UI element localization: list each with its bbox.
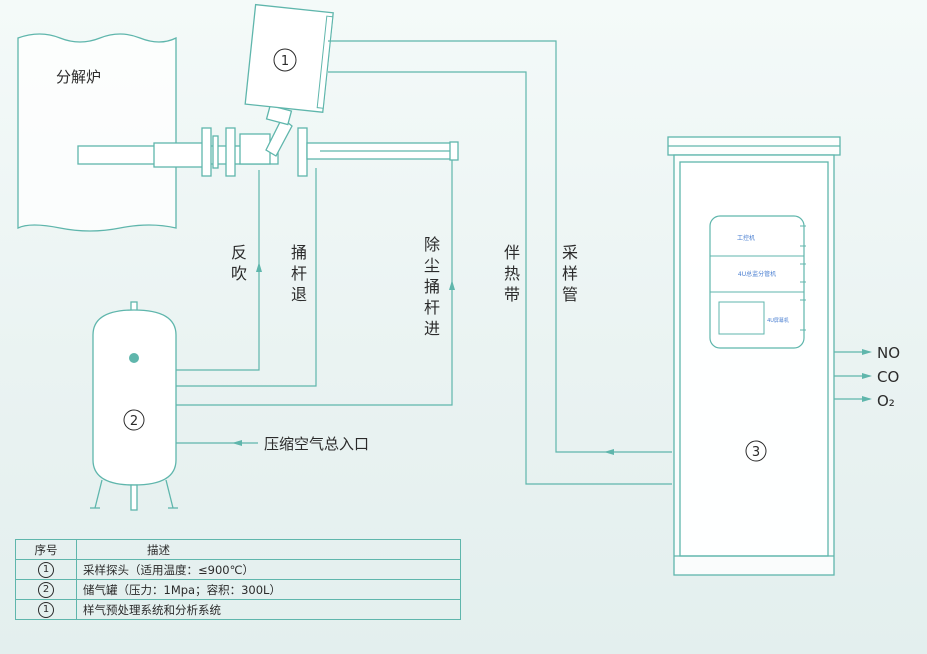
legend-row-number: 1 xyxy=(38,602,54,618)
legend-table: 序号 描述 1 采样探头（适用温度：≤900℃） 2 储气罐（压力：1Mpa；容… xyxy=(15,539,461,620)
table-row: 1 采样探头（适用温度：≤900℃） xyxy=(15,559,461,580)
probe-neck xyxy=(265,104,293,157)
vertical-label-text: 反吹 xyxy=(231,243,247,283)
furnace-body xyxy=(17,33,177,232)
legend-row-number: 2 xyxy=(38,582,54,598)
label-heat-trace: 伴热带 xyxy=(504,243,520,304)
label-rod-retract: 捅杆退 xyxy=(291,243,307,304)
sample-line-arrow xyxy=(604,449,614,455)
legend-header-no: 序号 xyxy=(15,539,77,560)
vertical-label-text: 伴热带 xyxy=(504,243,520,304)
table-row: 1 样气预处理系统和分析系统 xyxy=(15,599,461,620)
label-sample-pipe: 采样管 xyxy=(562,243,578,304)
label-reverse-blow: 反吹 xyxy=(231,243,247,283)
cabinet-number-badge: 3 xyxy=(745,440,767,462)
table-row: 2 储气罐（压力：1Mpa；容积：300L） xyxy=(15,579,461,600)
air-inlet-label: 压缩空气总入口 xyxy=(264,435,369,453)
legend-row-number: 1 xyxy=(38,562,54,578)
analyzer-cabinet xyxy=(667,136,841,576)
vertical-label-text: 捅杆退 xyxy=(291,243,307,304)
panel-analyzer: 4U总监分管机 xyxy=(738,270,776,278)
legend-header-desc: 描述 xyxy=(76,539,461,560)
svg-text:3: 3 xyxy=(752,445,760,460)
output-arrows xyxy=(834,349,872,402)
output-no: NO xyxy=(877,344,900,362)
probe-number-badge: 1 xyxy=(273,48,297,72)
air-tank xyxy=(90,301,178,511)
label-dust-rod-advance: 除尘捅杆进 xyxy=(424,235,440,338)
svg-text:1: 1 xyxy=(281,54,289,69)
control-panel: 工控机 4U总监分管机 4U屏幕机 xyxy=(709,215,806,349)
air-inlet-arrow xyxy=(232,440,242,446)
furnace-label: 分解炉 xyxy=(56,68,101,86)
vertical-label-text: 采样管 xyxy=(562,243,578,304)
output-o2: O₂ xyxy=(877,392,895,410)
legend-row-desc: 采样探头（适用温度：≤900℃） xyxy=(76,559,461,580)
sample-lines xyxy=(328,40,672,485)
probe-pipe xyxy=(77,127,459,177)
legend-row-desc: 储气罐（压力：1Mpa；容积：300L） xyxy=(76,579,461,600)
air-line-arrows xyxy=(256,262,455,290)
svg-text:2: 2 xyxy=(130,414,138,429)
air-lines xyxy=(174,160,453,406)
panel-title: 工控机 xyxy=(737,234,755,242)
tank-gauge xyxy=(129,353,139,363)
vertical-label-text: 除尘捅杆进 xyxy=(424,235,440,338)
panel-screen-label: 4U屏幕机 xyxy=(767,317,789,324)
probe-box xyxy=(244,3,334,113)
output-co: CO xyxy=(877,368,899,386)
legend-row-desc: 样气预处理系统和分析系统 xyxy=(76,599,461,620)
legend-header-row: 序号 描述 xyxy=(15,539,461,560)
tank-number-badge: 2 xyxy=(123,409,145,431)
